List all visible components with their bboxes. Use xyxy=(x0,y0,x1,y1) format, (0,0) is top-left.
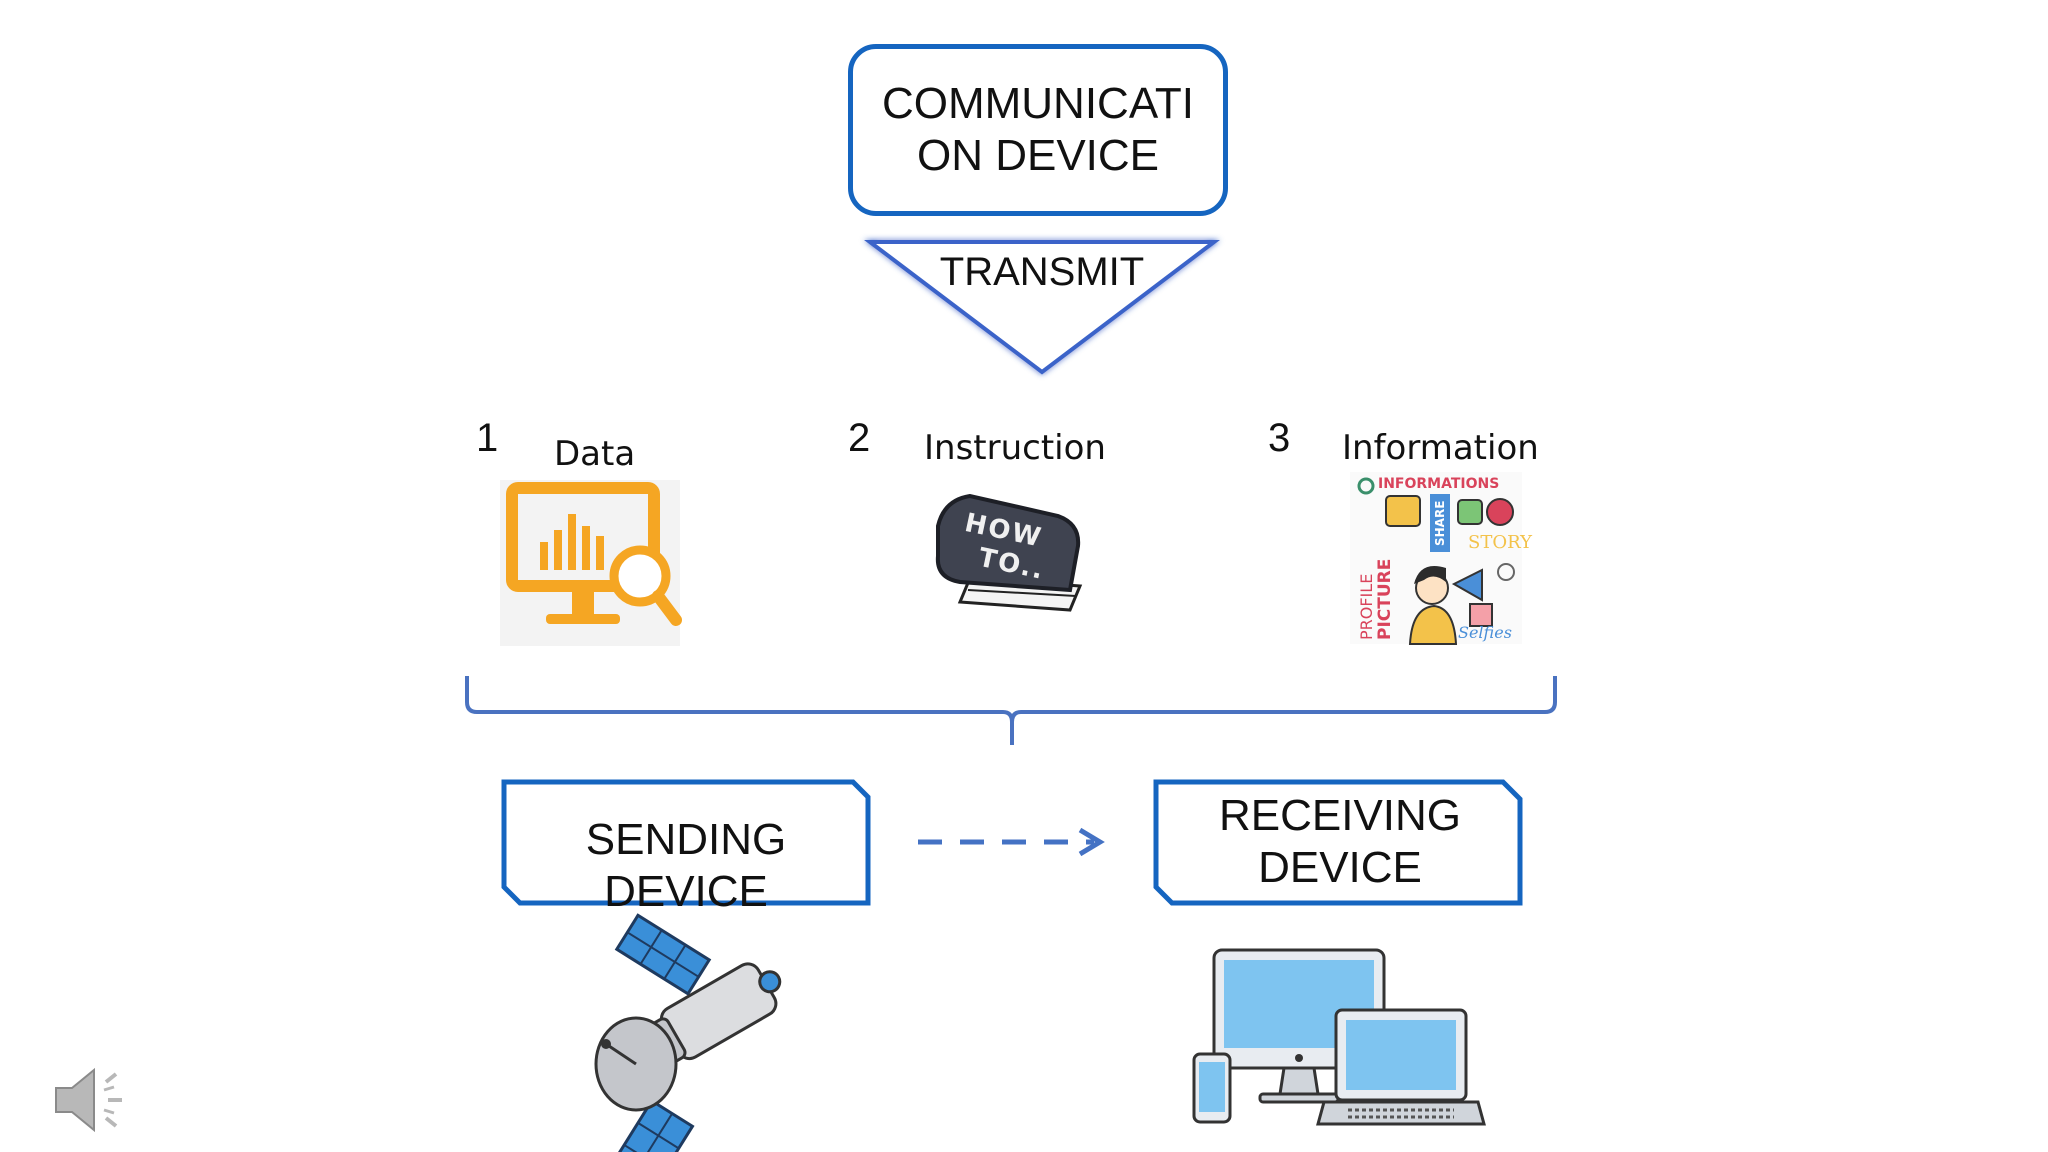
information-collage-icon: INFORMATIONS SHARE STORY PROFILE PICTURE… xyxy=(1350,472,1533,645)
receiving-device-box xyxy=(1153,779,1523,906)
item-number-1: 1 xyxy=(476,416,499,460)
collage-word-share: SHARE xyxy=(1433,501,1447,546)
speaker-icon[interactable] xyxy=(50,1060,130,1140)
satellite-icon xyxy=(594,913,782,1152)
collage-word-profile: PROFILE xyxy=(1357,574,1376,640)
collage-word-picture: PICTURE xyxy=(1375,559,1395,640)
item-label-data: Data xyxy=(554,434,636,474)
item-number-2: 2 xyxy=(848,416,871,460)
sending-device-box xyxy=(501,779,871,906)
how-to-book-icon: HOW TO.. xyxy=(935,493,1083,612)
communication-device-label: COMMUNICATION DEVICE xyxy=(881,79,1195,180)
grouping-bracket xyxy=(465,676,1557,745)
item-label-information: Information xyxy=(1342,428,1539,468)
item-label-instruction: Instruction xyxy=(924,428,1106,468)
transmit-triangle xyxy=(864,240,1220,375)
data-analytics-icon xyxy=(500,480,682,646)
computer-devices-icon xyxy=(1192,948,1486,1126)
collage-word-selfies: Selfies xyxy=(1458,623,1512,642)
collage-word-informations: INFORMATIONS xyxy=(1378,476,1499,492)
transmit-label: TRANSMIT xyxy=(939,250,1145,294)
communication-device-box: COMMUNICATION DEVICE xyxy=(848,44,1228,216)
collage-word-story: STORY xyxy=(1468,532,1533,553)
sending-device-label: SENDING DEVICE xyxy=(585,815,787,916)
item-number-3: 3 xyxy=(1268,416,1291,460)
receiving-device-label: RECEIVING DEVICE xyxy=(1218,791,1462,892)
dashed-arrow xyxy=(918,827,1105,857)
